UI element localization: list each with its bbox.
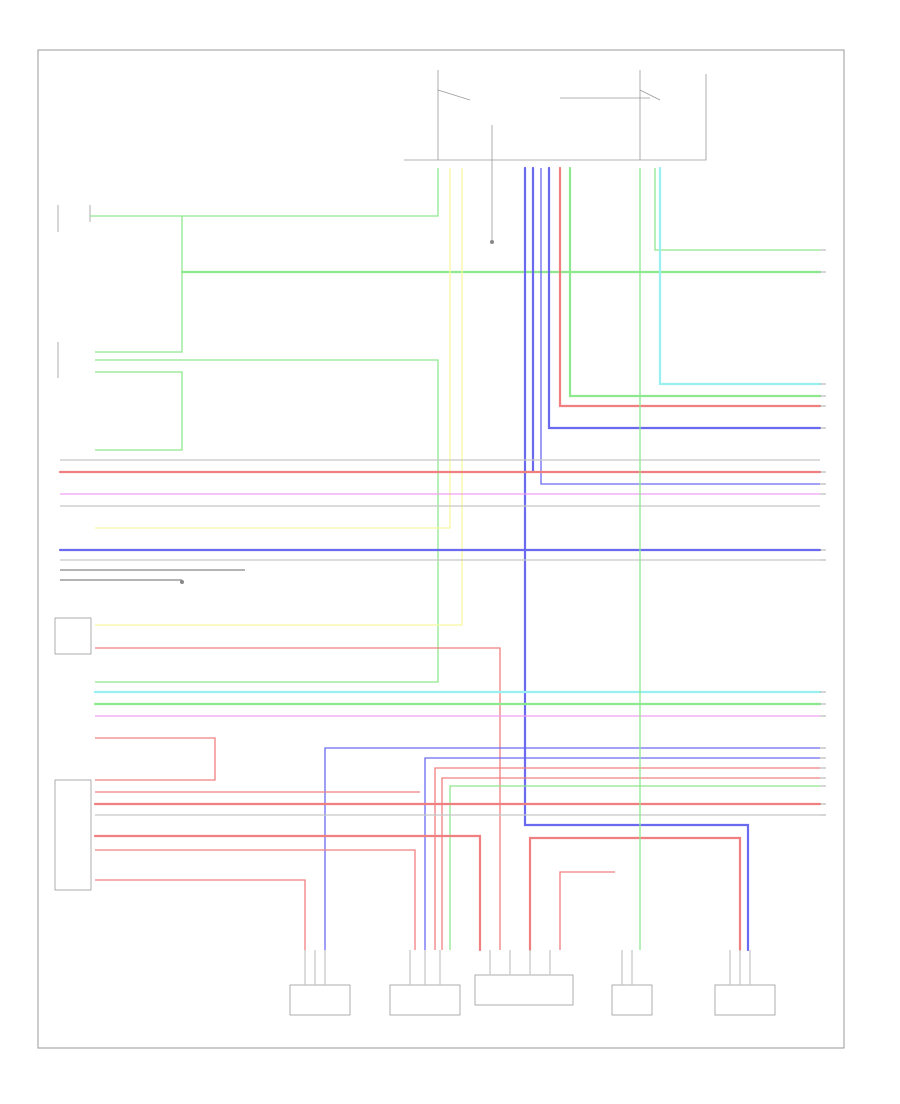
bottom-components-group [289,950,776,1016]
ground-point-top [490,240,494,244]
connector-box-1 [54,617,92,655]
wire-red-778 [441,777,820,950]
clock-spring-group [57,205,91,232]
top-header-group [404,70,707,244]
wire-red-loop-738 [95,737,216,781]
wire-red-648 [95,647,501,950]
wire-green-loop-372 [95,371,183,451]
bottom-component-1 [289,984,351,1016]
bottom-component-4 [611,984,653,1016]
wire-yellow-528 [95,168,451,529]
connector-box-2 [54,779,92,891]
wire-green-396 [568,166,822,398]
wire-green-drop-1 [95,216,183,353]
wire-blue-758 [424,757,820,950]
fuse-right-element [639,89,661,101]
bottom-component-2 [389,984,461,1016]
wire-blue-484 [540,168,820,485]
wire-green-right-250 [654,168,820,251]
wire-red-406 [558,166,822,408]
wire-yellow-625 [95,168,463,626]
connector-pins [304,950,751,985]
wire-blue-ecm-825 [523,166,750,952]
ground-point-mid [180,580,184,584]
wire-green-loop-360 [95,359,439,683]
wires-group [58,166,822,952]
wire-blue-748 [324,747,820,950]
wire-red-768 [434,767,820,950]
diagram-frame [37,49,845,1049]
wire-green-top-1 [90,168,439,217]
right-edge-ticks [820,249,826,816]
wire-red-bottom-right [528,836,742,952]
left-labels-group [54,617,92,891]
bottom-component-3 [474,974,574,1006]
wire-cyan-384 [658,166,822,386]
wire-green-786 [449,785,820,950]
fuse-left-element [437,89,471,101]
ecm-connector-bar [404,74,707,161]
bottom-component-5 [714,984,776,1016]
wire-red-836 [93,834,482,952]
wire-red-850 [95,849,416,950]
wire-red-880 [95,879,306,950]
wire-red-872 [559,871,615,950]
wire-blue-428 [547,166,822,430]
